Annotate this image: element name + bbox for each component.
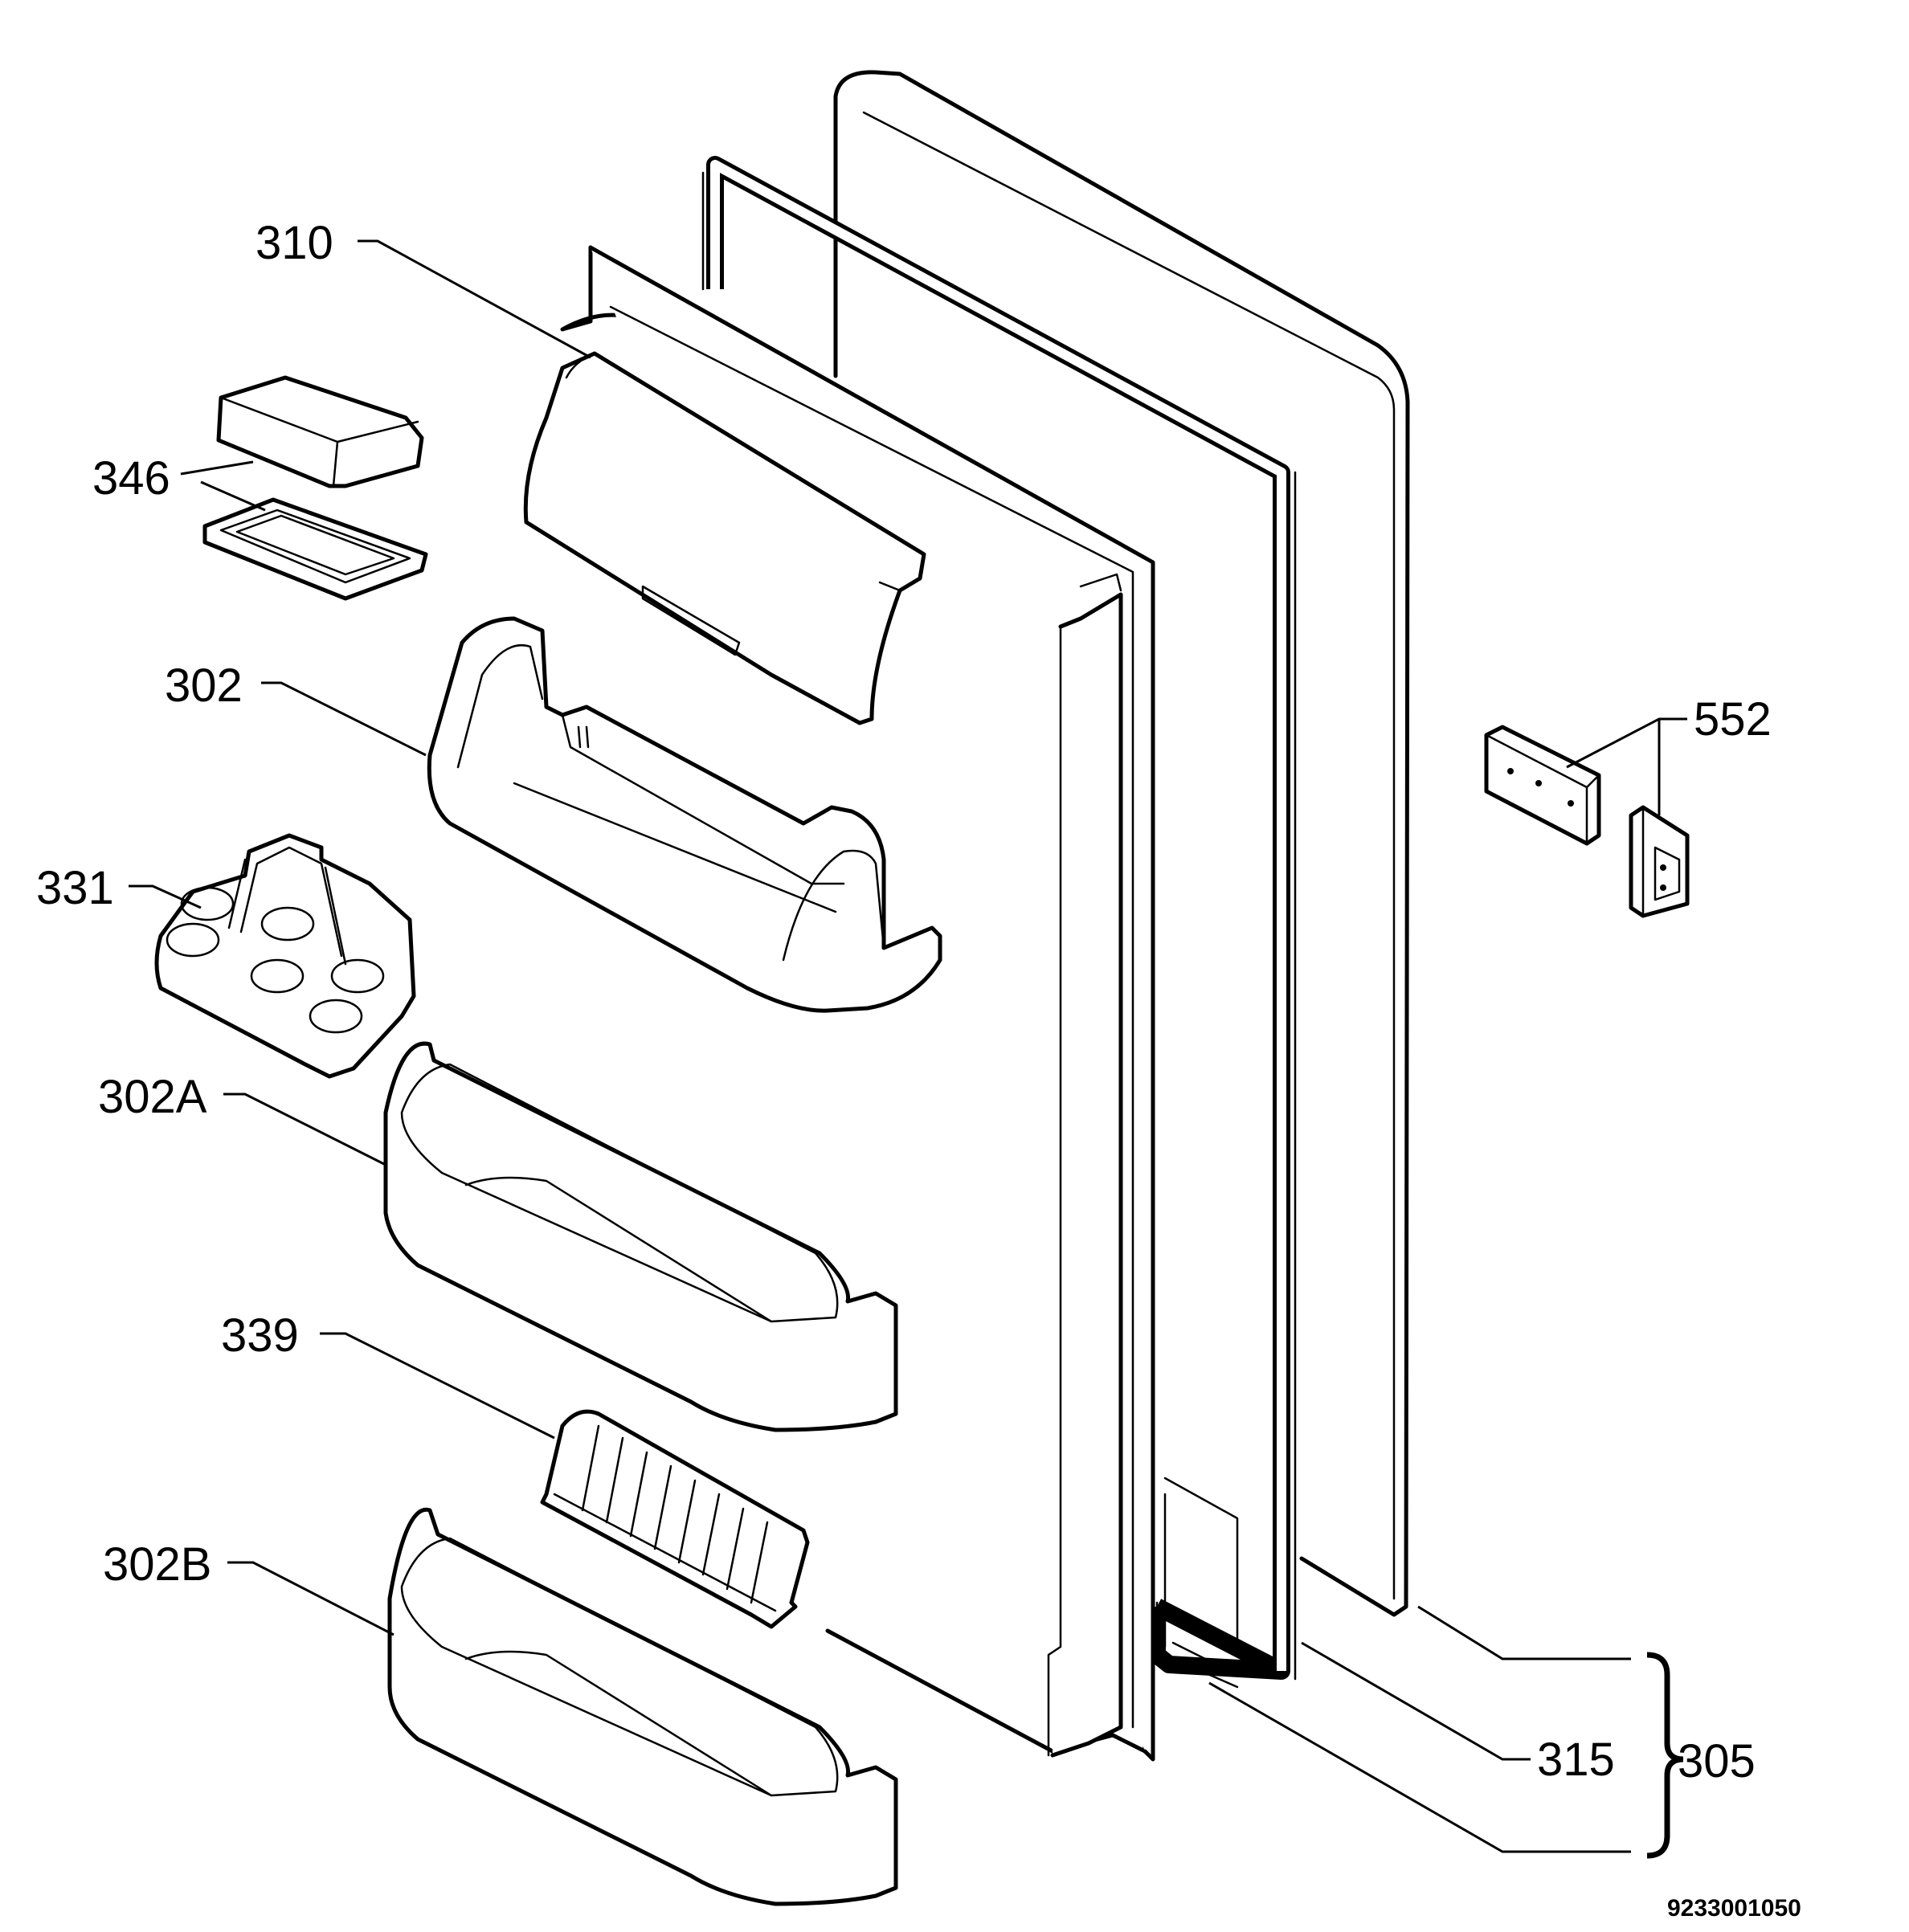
part-339-bottle-divider [540, 1409, 810, 1629]
drawing-code: 9233001050 [1667, 1895, 1801, 1922]
door-gasket [701, 156, 1297, 1681]
label-552: 552 [1694, 693, 1772, 745]
part-331-egg-holder [154, 833, 416, 1079]
part-310-dairy-cover [523, 351, 926, 725]
part-labels: 310 346 302 331 302A 339 302B 552 315 30… [36, 217, 1801, 1922]
label-346: 346 [92, 452, 170, 504]
label-302b: 302B [103, 1538, 211, 1591]
label-339: 339 [221, 1309, 299, 1362]
label-302a: 302A [98, 1071, 207, 1123]
part-346-butter-box [202, 375, 428, 601]
part-302-upper-shelf [427, 616, 942, 1013]
label-310: 310 [255, 217, 333, 269]
label-331: 331 [36, 862, 114, 914]
label-315: 315 [1537, 1734, 1615, 1786]
part-552-hinge-bracket [1484, 725, 1690, 918]
leader-lines [129, 239, 1687, 1859]
part-302b-lower-shelf [387, 1507, 898, 1906]
part-302a-middle-shelf [383, 1041, 898, 1432]
label-305: 305 [1678, 1735, 1756, 1787]
label-302: 302 [165, 660, 243, 712]
